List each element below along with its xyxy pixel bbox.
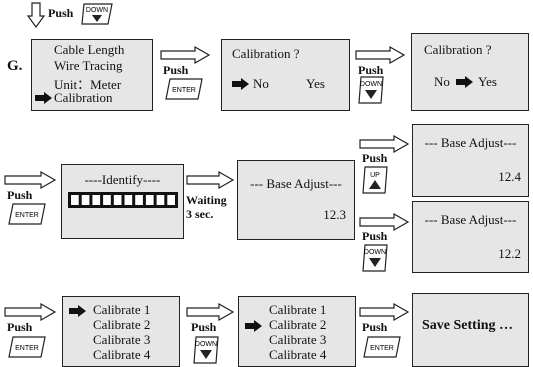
progress-segment (113, 195, 122, 205)
push-label: Push (163, 63, 189, 77)
flow-arrow-right (160, 46, 210, 64)
push-label: Push (48, 6, 74, 20)
calibration-title: Calibration ? (424, 42, 492, 57)
push-label: Push (362, 229, 388, 243)
identify-progress-bar (68, 192, 178, 208)
down-key-label: DOWN (364, 249, 386, 256)
calibrate-item-2: Calibrate 2 (93, 317, 151, 332)
progress-segment (135, 195, 143, 205)
push-label: Push (358, 63, 384, 77)
push-label: Push (7, 188, 33, 202)
down-key-icon[interactable]: DOWN (358, 76, 384, 104)
calibrate-item-1: Calibrate 1 (93, 302, 151, 317)
down-key-icon[interactable]: DOWN (193, 336, 219, 364)
down-key-label: DOWN (195, 341, 217, 348)
flow-arrow-right (359, 213, 409, 231)
down-key-label: DOWN (86, 7, 108, 14)
calibrate-list-screen-2: Calibrate 1 Calibrate 2 Calibrate 3 Cali… (238, 296, 356, 367)
flow-arrow-right (4, 171, 56, 189)
option-yes: Yes (478, 74, 497, 89)
pointer-arrow-icon (232, 78, 249, 90)
calibrate-item-1: Calibrate 1 (269, 302, 327, 317)
enter-key-icon[interactable]: ENTER (7, 203, 47, 225)
option-no: No (434, 74, 450, 89)
pointer-arrow-icon (35, 92, 52, 104)
base-adjust-value: 12.3 (323, 207, 346, 222)
progress-segment (103, 195, 111, 205)
up-key-label: UP (370, 172, 380, 179)
flow-arrow-down-entry (27, 2, 45, 28)
menu-item-unit: Unit：Meter (54, 77, 122, 92)
base-adjust-title: --- Base Adjust--- (424, 135, 517, 150)
flow-arrow-right (359, 135, 409, 153)
calibration-no-screen: Calibration ? No Yes (221, 39, 350, 111)
enter-key-icon[interactable]: ENTER (362, 336, 402, 358)
push-label: Push (362, 320, 388, 334)
push-label: Push (191, 320, 217, 334)
base-adjust-screen: --- Base Adjust--- 12.3 (237, 160, 355, 240)
save-setting-text: Save Setting … (422, 318, 513, 333)
enter-key-label: ENTER (370, 345, 394, 352)
option-yes: Yes (306, 76, 325, 91)
menu-item-wire-tracing: Wire Tracing (54, 58, 123, 73)
waiting-label: Waiting (186, 193, 227, 207)
calibration-title: Calibration ? (232, 46, 300, 61)
base-adjust-up-screen: --- Base Adjust--- 12.4 (412, 124, 529, 197)
enter-key-icon[interactable]: ENTER (7, 336, 47, 358)
pointer-arrow-icon (456, 76, 473, 88)
up-key-icon[interactable]: UP (362, 166, 388, 194)
main-menu-screen: Cable Length Wire Tracing Unit：Meter Cal… (31, 39, 153, 111)
base-adjust-value-down: 12.2 (498, 246, 521, 261)
down-key-label: DOWN (360, 81, 382, 88)
step-label: G. (7, 58, 23, 74)
waiting-duration-label: 3 sec. (186, 207, 214, 221)
progress-segment (92, 195, 101, 205)
push-label: Push (7, 320, 33, 334)
base-adjust-value-up: 12.4 (498, 169, 521, 184)
enter-key-label: ENTER (15, 345, 39, 352)
identify-title: ----Identify---- (84, 172, 161, 187)
calibrate-item-3: Calibrate 3 (93, 332, 151, 347)
progress-segment (167, 195, 175, 205)
flow-arrow-right (4, 303, 56, 321)
progress-segment (145, 195, 154, 205)
base-adjust-title: --- Base Adjust--- (250, 176, 342, 191)
calibrate-item-2: Calibrate 2 (269, 317, 327, 332)
base-adjust-title: --- Base Adjust--- (424, 212, 517, 227)
menu-item-calibration: Calibration (54, 90, 113, 105)
down-key-icon[interactable]: DOWN (362, 244, 388, 272)
calibrate-item-3: Calibrate 3 (269, 332, 327, 347)
calibrate-item-4: Calibrate 4 (93, 347, 151, 362)
save-setting-screen: Save Setting … (412, 293, 529, 367)
flow-arrow-right (186, 303, 234, 321)
calibrate-item-4: Calibrate 4 (269, 347, 327, 362)
option-no: No (253, 76, 269, 91)
enter-key-icon[interactable]: ENTER (164, 78, 204, 100)
progress-segment (81, 195, 90, 205)
progress-segment (156, 195, 165, 205)
pointer-arrow-icon (69, 305, 86, 317)
enter-key-label: ENTER (15, 212, 39, 219)
flow-arrow-right (359, 303, 409, 321)
progress-segment (124, 195, 133, 205)
base-adjust-down-screen: --- Base Adjust--- 12.2 (412, 201, 529, 273)
menu-item-cable-length: Cable Length (54, 42, 125, 57)
pointer-arrow-icon (245, 320, 262, 332)
enter-key-label: ENTER (172, 87, 196, 94)
progress-segment (71, 195, 79, 205)
calibration-yes-screen: Calibration ? No Yes (411, 33, 529, 111)
push-label: Push (362, 151, 388, 165)
calibrate-list-screen-1: Calibrate 1 Calibrate 2 Calibrate 3 Cali… (62, 296, 180, 367)
flow-arrow-right (186, 171, 234, 189)
identify-screen: ----Identify---- (61, 164, 184, 239)
flow-arrow-right (355, 46, 405, 64)
down-key-icon[interactable]: DOWN (80, 3, 114, 25)
